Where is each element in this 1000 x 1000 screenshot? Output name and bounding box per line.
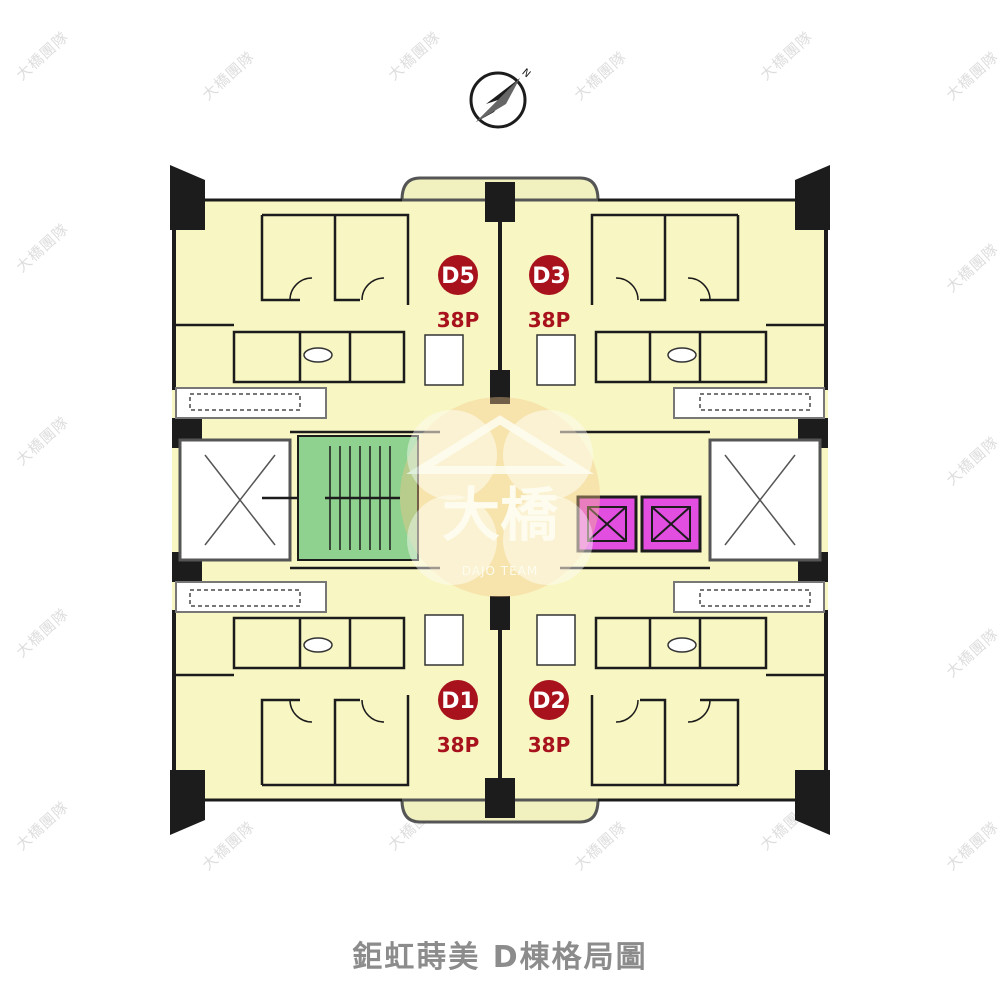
structural-columns (170, 165, 830, 835)
unit-badge-circle (438, 255, 478, 295)
unit-badge-d1: D1 38P (437, 680, 480, 757)
compass-icon: N (469, 67, 533, 129)
unit-size: 38P (437, 308, 480, 332)
unit-badge-d5: D5 38P (437, 255, 480, 332)
unit-badge-d3: D3 38P (528, 255, 571, 332)
unit-size: 38P (528, 733, 571, 757)
fixtures (303, 334, 697, 666)
unit-label: D2 (532, 689, 566, 714)
logo-subtext: DAJO TEAM (462, 564, 539, 578)
outer-walls (172, 198, 828, 802)
logo-house-icon: 大橋 DAJO TEAM (400, 397, 600, 597)
room-partitions (176, 213, 824, 787)
unit-badge-circle (438, 680, 478, 720)
unit-label: D3 (532, 264, 566, 289)
unit-label: D5 (441, 264, 475, 289)
unit-badge-d2: D2 38P (528, 680, 571, 757)
elevator-icon (576, 495, 702, 553)
light-wells (178, 438, 822, 562)
unit-badges: D5 38P D3 38P D1 38P D2 38P (437, 255, 571, 757)
unit-size: 38P (528, 308, 571, 332)
unit-badge-circle (529, 255, 569, 295)
plan-caption: 鉅虹蒔美 D棟格局圖 (352, 940, 648, 975)
stair-icon (297, 435, 419, 561)
unit-size: 38P (437, 733, 480, 757)
balcony-strips (175, 387, 825, 613)
unit-label: D1 (441, 689, 475, 714)
compass-north-label: N (520, 67, 533, 80)
unit-badge-circle (529, 680, 569, 720)
door-arcs (289, 277, 711, 723)
logo-text: 大橋 (442, 481, 559, 549)
